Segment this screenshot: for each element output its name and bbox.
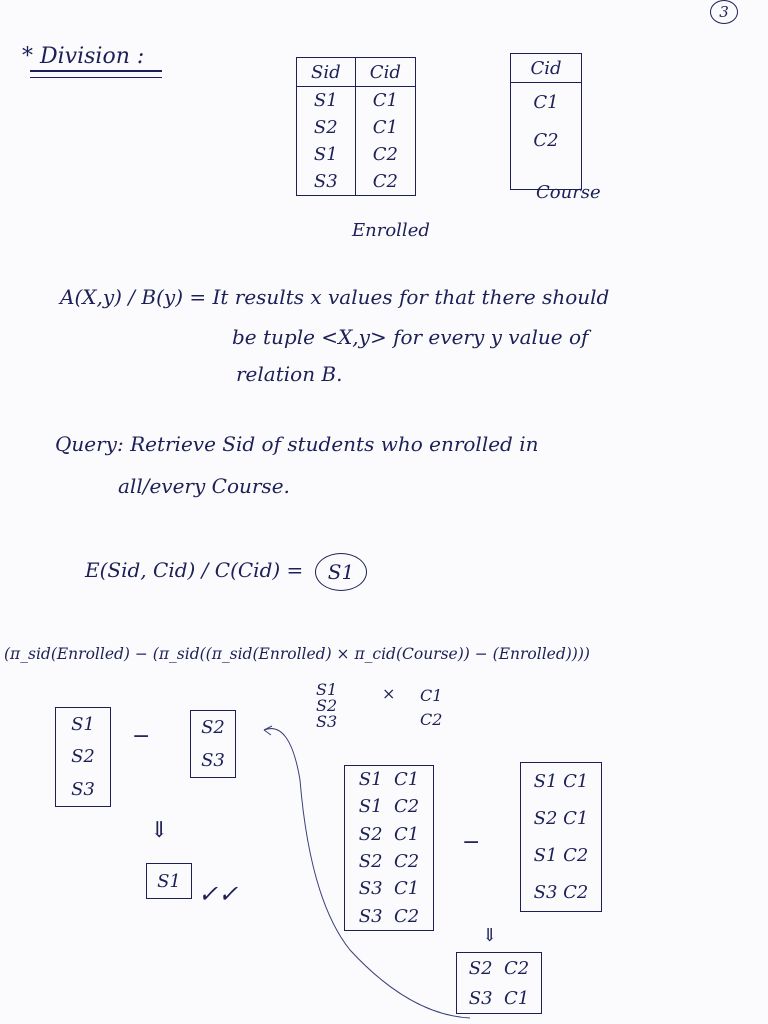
course-caption: Course bbox=[536, 182, 601, 203]
value: S3 bbox=[71, 779, 95, 801]
sid-all-box: S1 S2 S3 bbox=[55, 707, 111, 807]
enrolled-col-sid: Sid bbox=[296, 57, 356, 87]
row: S2 C2 bbox=[358, 851, 420, 873]
cell: C2 bbox=[354, 168, 417, 196]
difference-result-box: S2 C2 S3 C1 bbox=[456, 952, 542, 1014]
course-table: Cid C1 C2 bbox=[510, 53, 582, 190]
value: C2 bbox=[420, 710, 443, 729]
cell: C1 bbox=[354, 114, 417, 141]
down-arrow-icon-2: ⇓ bbox=[482, 925, 498, 946]
row: S3 C2 bbox=[533, 882, 589, 903]
cross-op: × bbox=[382, 684, 396, 703]
division-result-circle: S1 bbox=[315, 553, 367, 591]
value: S2 bbox=[201, 717, 225, 738]
cell: C2 bbox=[354, 141, 417, 168]
connector-arrow-icon bbox=[263, 725, 471, 1019]
value: S2 bbox=[316, 696, 338, 715]
enrolled-col-cid: Cid bbox=[354, 57, 417, 87]
down-arrow-icon: ⇓ bbox=[150, 818, 169, 843]
value: S1 bbox=[316, 680, 338, 699]
row: S3 C2 bbox=[358, 905, 420, 927]
cell: S3 bbox=[296, 168, 356, 196]
course-col-cid: Cid bbox=[510, 53, 582, 83]
minus-sign-2: − bbox=[462, 830, 481, 855]
checkmark-icon: ✓✓ bbox=[198, 880, 239, 908]
cell: S1 bbox=[296, 141, 356, 168]
row: S2 C1 bbox=[358, 823, 420, 845]
cross-left-values: S1 S2 S3 bbox=[316, 682, 337, 730]
cell: S1 bbox=[296, 86, 356, 114]
relational-algebra-expression: (π_sid(Enrolled) − (π_sid((π_sid(Enrolle… bbox=[4, 645, 590, 663]
value: S1 bbox=[71, 713, 95, 735]
definition-line-2: be tuple <X,y> for every y value of bbox=[232, 325, 589, 349]
row: S1 C2 bbox=[358, 796, 420, 818]
value: S3 bbox=[201, 750, 225, 771]
cross-product-box: S1 C1 S1 C2 S2 C1 S2 C2 S3 C1 S3 C2 bbox=[344, 765, 434, 931]
row: S2 C2 bbox=[468, 957, 530, 979]
row: S3 C1 bbox=[468, 987, 530, 1009]
value: C1 bbox=[420, 686, 443, 705]
row: S1 C1 bbox=[358, 769, 420, 791]
page-number: 3 bbox=[710, 0, 738, 24]
cell: C2 bbox=[510, 121, 582, 159]
row: S3 C1 bbox=[358, 878, 420, 900]
row: S1 C1 bbox=[533, 771, 589, 792]
definition-line-3: relation B. bbox=[236, 362, 343, 386]
enrolled-caption: Enrolled bbox=[352, 220, 430, 241]
row: S1 C2 bbox=[533, 845, 589, 866]
title-underline bbox=[30, 70, 162, 78]
value: S1 bbox=[157, 870, 181, 892]
cell bbox=[510, 159, 582, 190]
cross-right-values: C1 C2 bbox=[420, 684, 442, 732]
page-title: * Division : bbox=[22, 44, 145, 69]
row: S2 C1 bbox=[533, 808, 589, 829]
final-result-box: S1 bbox=[146, 863, 192, 899]
sid-not-all-box: S2 S3 bbox=[190, 710, 236, 778]
query-line-1: Query: Retrieve Sid of students who enro… bbox=[55, 432, 539, 456]
query-line-2: all/every Course. bbox=[118, 474, 290, 498]
cell: C1 bbox=[354, 86, 417, 114]
value: S3 bbox=[316, 712, 338, 731]
value: S2 bbox=[71, 746, 95, 768]
cell: S2 bbox=[296, 114, 356, 141]
minus-sign: − bbox=[132, 724, 151, 749]
cell: C1 bbox=[510, 82, 582, 121]
enrolled-copy-box: S1 C1 S2 C1 S1 C2 S3 C2 bbox=[520, 762, 602, 912]
division-expression: E(Sid, Cid) / C(Cid) = bbox=[85, 558, 304, 582]
definition-line-1: A(X,y) / B(y) = It results x values for … bbox=[60, 285, 610, 309]
